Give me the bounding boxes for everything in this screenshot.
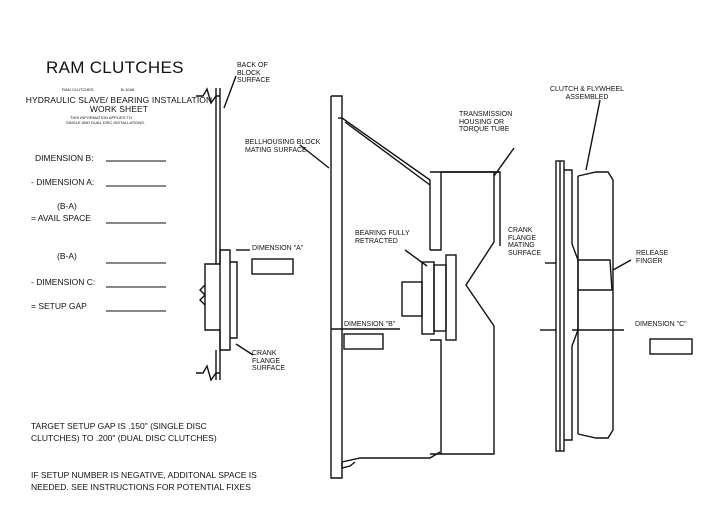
clutch-flywheel-assembly [540, 99, 693, 452]
dimension-b-label: DIMENSION B: [35, 153, 94, 163]
crank-flange-surface-label: CRANK FLANGE SURFACE [252, 350, 286, 372]
small-header-left: RAM CLUTCHES [62, 87, 94, 92]
clutch-flywheel-label: CLUTCH & FLYWHEEL ASSEMBLED [549, 86, 625, 101]
worksheet-title: RAM CLUTCHES [46, 58, 184, 77]
small-note-2: SINGLE AND DUAL DISC INSTALLATIONS. [66, 120, 146, 125]
bearing-assembly [331, 249, 457, 350]
negative-setup-note: IF SETUP NUMBER IS NEGATIVE, ADDITONAL S… [31, 470, 257, 492]
answer-blanks [106, 160, 166, 312]
dimension-a-diagram-label: DIMENSION "A" [252, 245, 304, 252]
setup-gap-label: = SETUP GAP [31, 301, 87, 311]
transmission-label: TRANSMISSION HOUSING OR TORQUE TUBE [459, 111, 513, 133]
back-of-block-label: BACK OF BLOCK SURFACE [237, 62, 271, 84]
dimension-c-label: - DIMENSION C: [31, 277, 96, 287]
bellhousing-label: BELLHOUSING BLOCK MATING SURFACE [245, 139, 321, 154]
avail-space-label: = AVAIL SPACE [31, 213, 91, 223]
dimension-c-diagram-label: DIMENSION "C" [635, 321, 687, 328]
bellhousing [299, 95, 501, 479]
dimension-b-diagram-label: DIMENSION "B" [344, 321, 396, 328]
release-finger-label: RELEASE FINGER [636, 250, 669, 265]
small-header-code: B-1048 [121, 87, 134, 92]
target-gap-note: TARGET SETUP GAP IS .150" (SINGLE DISC C… [31, 421, 217, 443]
b-minus-a-label-1: (B-A) [57, 201, 77, 211]
engine-block-section [196, 75, 294, 382]
bearing-label: BEARING FULLY RETRACTED [355, 230, 410, 245]
dimension-a-label: - DIMENSION A: [31, 177, 95, 187]
b-minus-a-label-2: (B-A) [57, 251, 77, 261]
worksheet-subtitle: HYDRAULIC SLAVE/ BEARING INSTALLATION WO… [25, 95, 213, 114]
crank-flange-mating-label: CRANK FLANGE MATING SURFACE [508, 227, 542, 257]
small-note-1: THIS INFORMATION APPLIES TO [70, 115, 133, 120]
transmission-housing [441, 147, 515, 455]
